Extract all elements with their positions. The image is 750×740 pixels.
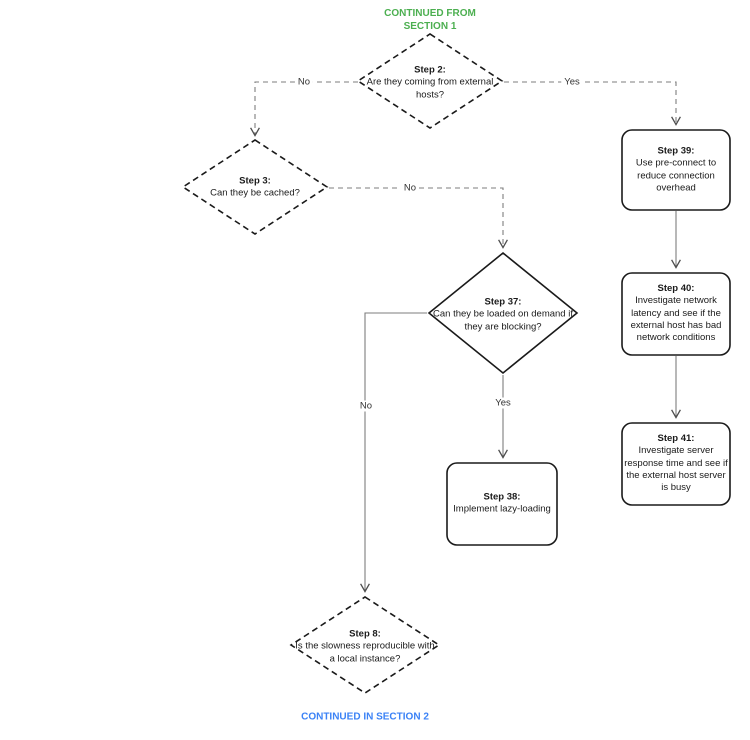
node-step41-label: Step 41: Investigate server response tim… — [623, 433, 729, 495]
node-step3-title: Step 3: — [239, 175, 271, 187]
node-step41-box — [621, 422, 731, 506]
node-step2-label: Step 2: Are they coming from external ho… — [360, 64, 500, 101]
node-step3-text: Can they be cached? — [210, 188, 300, 199]
node-step37-label: Step 37: Can they be loaded on demand if… — [428, 296, 578, 333]
node-step8-diamond — [289, 596, 441, 694]
edge-label-step37-yes: Yes — [492, 397, 514, 409]
edge-step37-no-connector — [360, 312, 427, 593]
node-step39-box — [621, 129, 731, 211]
node-step38-box — [446, 462, 558, 546]
node-step38-label: Step 38: Implement lazy-loading — [432, 492, 572, 517]
node-step3-label: Step 3: Can they be cached? — [185, 176, 325, 201]
node-step8-title: Step 8: — [349, 628, 381, 640]
node-step40-title: Step 40: — [657, 283, 695, 295]
node-step39-text: Use pre-connect to reduce connection ove… — [635, 157, 717, 194]
edge-step2-no-connector — [250, 81, 358, 137]
node-step39-label: Step 39: Use pre-connect to reduce conne… — [628, 145, 724, 194]
node-step37-text: Can they be loaded on demand if they are… — [433, 308, 573, 333]
node-step39-title: Step 39: — [657, 145, 695, 157]
node-step8-text: Is the slowness reproducible with a loca… — [295, 640, 435, 665]
edge-label-step37-no: No — [356, 400, 376, 412]
node-step2-diamond — [356, 33, 504, 129]
edge-step2-yes-connector — [504, 81, 681, 126]
node-step38-text: Implement lazy-loading — [453, 504, 551, 515]
continued-from-label: CONTINUED FROM SECTION 1 — [384, 8, 476, 32]
node-step37-diamond — [427, 251, 579, 375]
node-step40-text: Investigate network latency and see if t… — [630, 295, 722, 344]
node-step3-diamond — [181, 139, 329, 235]
node-step41-title: Step 41: — [657, 433, 695, 445]
node-step2-text: Are they coming from external hosts? — [366, 76, 494, 101]
node-step2-title: Step 2: — [414, 64, 446, 76]
node-step37-title: Step 37: — [484, 296, 522, 308]
node-step38-title: Step 38: — [483, 491, 521, 503]
node-step41-text: Investigate server response time and see… — [624, 445, 728, 494]
node-step8-label: Step 8: Is the slowness reproducible wit… — [292, 628, 438, 665]
edge-step3-no-connector — [329, 187, 508, 249]
edge-label-step2-no: No — [294, 76, 314, 88]
edge-label-step2-yes: Yes — [561, 76, 583, 88]
continued-in-label: CONTINUED IN SECTION 2 — [301, 711, 429, 723]
node-step40-box — [621, 272, 731, 356]
edge-label-step3-no: No — [400, 182, 420, 194]
node-step40-label: Step 40: Investigate network latency and… — [624, 283, 728, 345]
